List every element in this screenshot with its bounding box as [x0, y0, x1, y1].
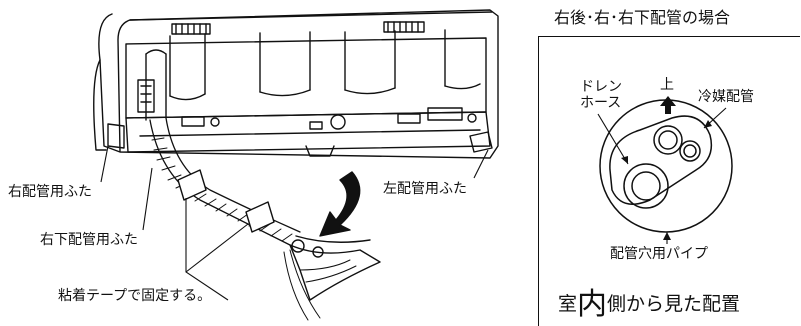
arrangement-panel	[538, 36, 800, 326]
up-arrow-icon	[660, 96, 676, 114]
refrigerant-pipe-large	[653, 125, 683, 155]
refrigerant-pipe-small	[679, 140, 701, 162]
drain-hose-label-1: ドレン	[580, 79, 622, 95]
drain-tray	[125, 111, 491, 153]
drain-hose-circle	[623, 163, 669, 209]
drain-hose-label-2: ホース	[580, 95, 622, 111]
left-pipe-cover	[469, 131, 493, 153]
indoor-view-caption: 室内側から見た配置	[558, 290, 740, 320]
pipe-hole-label: 配管穴用パイプ	[610, 246, 708, 262]
caption-pre: 室	[558, 293, 578, 315]
screw-center	[330, 114, 346, 130]
left-pipe-cover-label: 左配管用ふた	[383, 181, 467, 197]
refrigerant-pipe-label: 冷媒配管	[698, 89, 754, 105]
pipe-bundle	[149, 119, 291, 246]
direction-arrow	[319, 171, 361, 237]
caption-post: 側から見た配置	[607, 293, 741, 315]
tape-label: 粘着テープで固定する。	[58, 288, 212, 304]
right-lower-pipe-cover-label: 右下配管用ふた	[40, 232, 138, 248]
panel-header: 右後･右･右下配管の場合	[554, 8, 731, 27]
right-pipe-cover-label: 右配管用ふた	[8, 184, 92, 200]
up-label: 上	[660, 77, 674, 93]
right-pipe-cover	[107, 123, 125, 149]
caption-big: 内	[577, 287, 608, 322]
